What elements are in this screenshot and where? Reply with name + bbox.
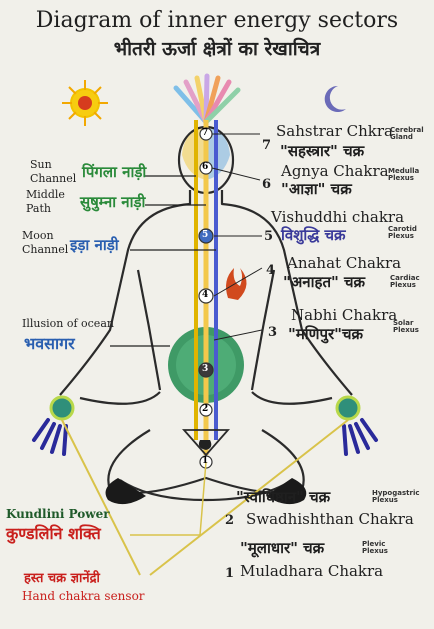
chakra-4-number: 4 bbox=[266, 263, 276, 278]
chakra-3-number: 3 bbox=[268, 325, 278, 340]
chakra-5-hindi: विशुद्धि चक्र bbox=[281, 226, 346, 244]
right-leader-lines bbox=[211, 133, 263, 341]
hand-chakra-label: Hand chakra sensor bbox=[22, 589, 145, 603]
crown-rays bbox=[173, 73, 241, 125]
spine-number-6: 6 bbox=[202, 162, 209, 172]
page-subtitle: भीतरी ऊर्जा क्षेत्रों का रेखाचित्र bbox=[113, 38, 321, 60]
kundlini-power-label: Kundlini Power bbox=[6, 507, 110, 521]
spine-number-4: 4 bbox=[202, 290, 209, 300]
kundlini-leader bbox=[130, 461, 207, 536]
spine-number-3: 3 bbox=[202, 364, 209, 374]
chakra-7-name: Sahstrar Chkra bbox=[276, 122, 393, 140]
chakra-2-plexus: Hypogastric Plexus bbox=[372, 489, 420, 505]
middle-path-hindi: सुषुम्ना नाड़ी bbox=[80, 193, 146, 211]
chakra-3-hindi: "मणिपुर"चक्र bbox=[288, 325, 364, 343]
hand-chakra-lines bbox=[61, 419, 349, 576]
sun-channel-hindi: पिंगला नाड़ी bbox=[82, 163, 147, 181]
chakra-6-number: 6 bbox=[262, 177, 272, 192]
chakra-6-plexus: Medulla Plexus bbox=[388, 167, 420, 183]
heart-flame-icon bbox=[226, 268, 247, 300]
illusion-of-ocean-label: Illusion of ocean bbox=[22, 317, 114, 330]
sun-channel-label: Sun Channel bbox=[30, 158, 77, 186]
chakra-5-number: 5 bbox=[264, 229, 274, 244]
chakra-5-name: Vishuddhi chakra bbox=[271, 208, 405, 226]
kundlini-power-hindi: कुण्डलिनि शक्ति bbox=[6, 524, 101, 543]
chakra-2-name: Swadhishthan Chakra bbox=[246, 510, 414, 528]
chakra-7-hindi: "सहस्त्रार" चक्र bbox=[280, 142, 365, 160]
chakra-4-hindi: "अनाहत" चक्र bbox=[283, 273, 366, 291]
left-foot bbox=[105, 478, 146, 505]
page-title: Diagram of inner energy sectors bbox=[35, 8, 399, 33]
spine-number-1: 1 bbox=[202, 456, 209, 466]
spine-number-2: 2 bbox=[202, 404, 209, 414]
chakra-3-plexus: Solar Plexus bbox=[393, 319, 419, 335]
illusion-of-ocean-hindi: भवसागर bbox=[24, 334, 75, 353]
kundlini-triangle bbox=[182, 429, 230, 457]
chakra-7-number: 7 bbox=[262, 138, 272, 153]
chakra-5-plexus: Carotid Plexus bbox=[388, 225, 417, 241]
sun-icon bbox=[62, 80, 108, 126]
chakra-1-hindi: "मूलाधार" चक्र bbox=[240, 539, 325, 557]
chakra-3-name: Nabhi Chakra bbox=[291, 306, 398, 324]
left-hand bbox=[32, 395, 75, 456]
moon-channel-hindi: इड़ा नाड़ी bbox=[70, 236, 119, 254]
middle-path-label: Middle Path bbox=[26, 188, 65, 216]
chakra-1-number: 1 bbox=[225, 566, 235, 581]
chakra-6-hindi: "आज्ञा" चक्र bbox=[281, 180, 352, 198]
chakra-1-plexus: Plevic Plexus bbox=[362, 540, 388, 556]
chakra-1-name: Muladhara Chakra bbox=[240, 562, 384, 580]
right-hand bbox=[335, 395, 378, 456]
chakra-4-plexus: Cardiac Plexus bbox=[390, 274, 420, 290]
moon-channel-label: Moon Channel bbox=[22, 229, 69, 257]
chakra-2-hindi: "स्वाधिष्ठान" चक्र bbox=[236, 488, 331, 506]
moon-icon bbox=[324, 85, 346, 112]
chakra-4-name: Anahat Chakra bbox=[287, 254, 402, 272]
chakra-6-name: Agnya Chakra bbox=[281, 162, 389, 180]
hand-chakra-hindi: हस्त चक्र ज्ञानेंद्री bbox=[24, 571, 100, 586]
spine-number-7: 7 bbox=[202, 128, 209, 138]
left-leader-lines bbox=[110, 175, 216, 347]
chakra-2-number: 2 bbox=[225, 513, 235, 528]
spine-number-5: 5 bbox=[202, 230, 209, 240]
chakra-7-plexus: Cerebral Gland bbox=[390, 126, 424, 142]
right-foot bbox=[266, 478, 307, 505]
chakra-wheels bbox=[198, 127, 214, 469]
